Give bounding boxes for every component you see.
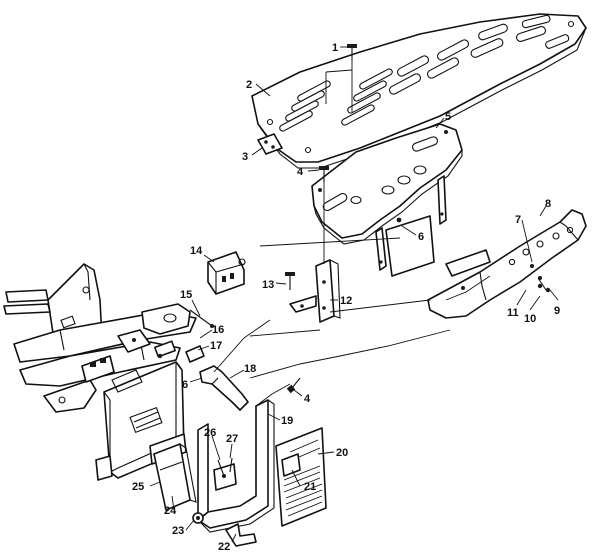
part-chassis-frame <box>3 263 197 413</box>
part-hardware-26-27 <box>213 457 237 491</box>
callout-24: 24 <box>164 505 177 517</box>
callout-14: 14 <box>190 245 203 257</box>
part-grille-panel <box>275 427 327 527</box>
callout-21: 21 <box>304 481 316 493</box>
callout-11: 11 <box>507 307 519 319</box>
part-bolts <box>285 44 551 394</box>
callout-labels: 1 2 3 4 4 5 6 6 7 8 9 10 11 12 13 14 15 … <box>132 42 560 553</box>
callout-20: 20 <box>336 447 348 459</box>
callout-5: 5 <box>445 111 451 123</box>
callout-13: 13 <box>262 279 274 291</box>
part-small-bracket <box>257 133 283 155</box>
callout-18: 18 <box>244 363 256 375</box>
callout-2: 2 <box>246 79 252 91</box>
callout-26: 26 <box>204 427 216 439</box>
callout-25: 25 <box>132 481 144 493</box>
callout-27: 27 <box>226 433 238 445</box>
callout-10: 10 <box>524 313 536 325</box>
callout-23: 23 <box>172 525 184 537</box>
callout-15: 15 <box>180 289 192 301</box>
callout-22: 22 <box>218 541 230 553</box>
callout-9: 9 <box>554 305 560 317</box>
part-hose <box>199 365 249 411</box>
callout-19: 19 <box>281 415 293 427</box>
callout-12: 12 <box>340 295 352 307</box>
part-post-bracket <box>289 259 341 323</box>
part-connector-block <box>207 251 246 295</box>
assembly-lines <box>213 60 491 407</box>
part-rack-plate <box>251 13 587 169</box>
callout-1: 1 <box>332 42 338 54</box>
callout-8: 8 <box>545 198 551 210</box>
callout-17: 17 <box>210 340 222 352</box>
callout-16: 16 <box>212 324 224 336</box>
part-rack-frame <box>311 123 463 271</box>
callout-4-lower: 4 <box>304 393 311 405</box>
callout-6-left: 6 <box>182 379 188 391</box>
part-bracket-plate <box>153 443 197 511</box>
callout-7: 7 <box>515 214 521 226</box>
callout-3: 3 <box>242 151 248 163</box>
callout-leaders <box>149 46 559 543</box>
part-u-frame <box>197 399 275 533</box>
callout-6-right: 6 <box>418 231 424 243</box>
part-fastener-group <box>154 309 214 363</box>
callout-4-upper: 4 <box>297 166 304 178</box>
